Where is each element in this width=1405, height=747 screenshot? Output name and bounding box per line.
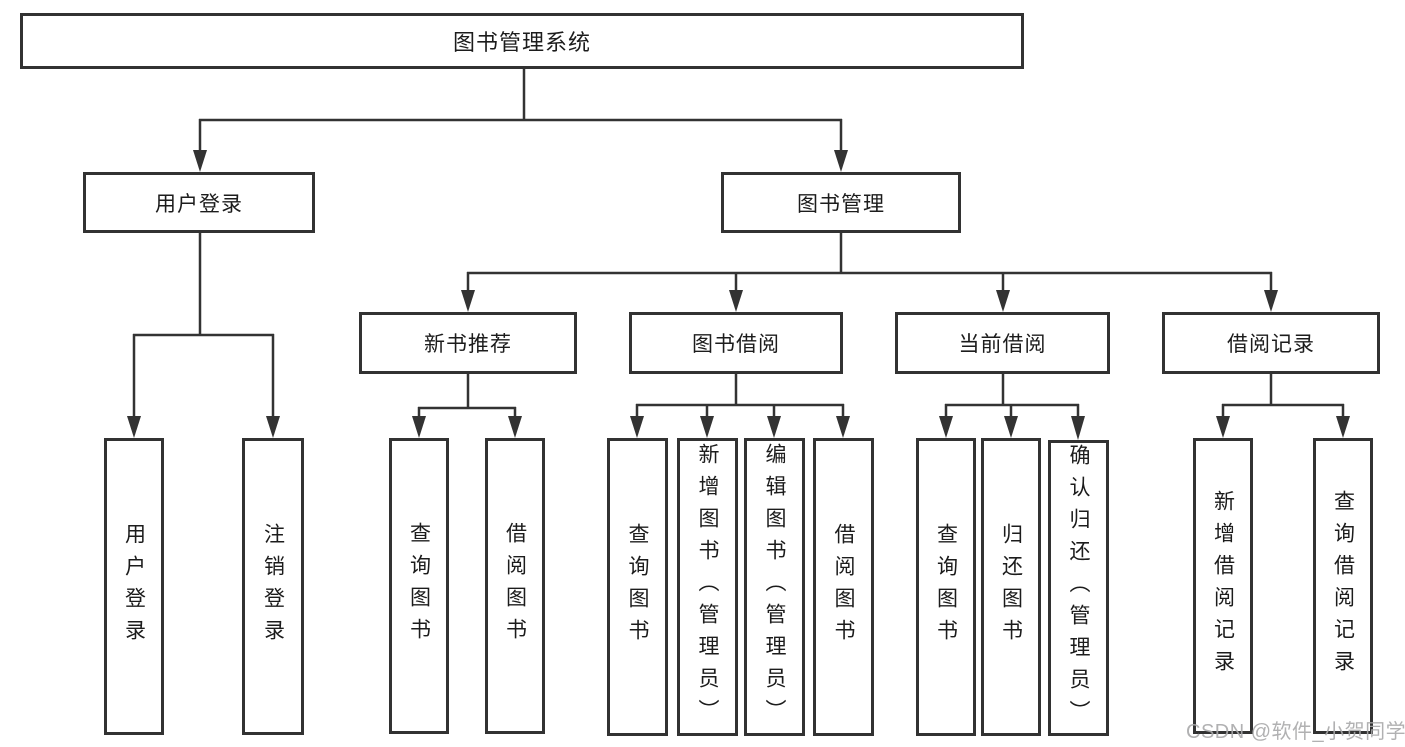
- node-label: 注销登录: [261, 522, 285, 651]
- node-query-book-2: 查询图书: [607, 438, 668, 736]
- node-label: 查询图书: [934, 523, 958, 651]
- node-add-book-admin: 新增图书（管理员）: [677, 438, 738, 736]
- csdn-watermark: CSDN @软件_小贺同学: [1186, 721, 1405, 743]
- node-current-borrow: 当前借阅: [895, 312, 1110, 374]
- node-new-book-recommend: 新书推荐: [359, 312, 577, 374]
- node-label: 查询图书: [626, 523, 649, 651]
- node-logout-login: 注销登录: [242, 438, 304, 735]
- node-label: 借阅图书: [503, 522, 527, 650]
- node-borrow-book-1: 借阅图书: [485, 438, 545, 734]
- node-book-management: 图书管理: [721, 172, 961, 233]
- node-borrow-records: 借阅记录: [1162, 312, 1380, 374]
- node-user-login: 用户登录: [104, 438, 164, 735]
- node-query-book-3: 查询图书: [916, 438, 976, 736]
- node-add-borrow-record: 新增借阅记录: [1193, 438, 1253, 734]
- node-user-login-group: 用户登录: [83, 172, 315, 233]
- node-label: 确认归还（管理员）: [1067, 444, 1090, 732]
- node-label: 查询借阅记录: [1331, 490, 1355, 682]
- node-library-system: 图书管理系统: [20, 13, 1024, 69]
- node-query-borrow-record: 查询借阅记录: [1313, 438, 1373, 734]
- node-label: 新增借阅记录: [1211, 490, 1235, 682]
- node-confirm-return-admin: 确认归还（管理员）: [1048, 440, 1109, 736]
- node-borrow-book-2: 借阅图书: [813, 438, 874, 736]
- node-return-book: 归还图书: [981, 438, 1041, 736]
- node-label: 归还图书: [999, 523, 1023, 651]
- node-label: 用户登录: [122, 522, 146, 651]
- node-edit-book-admin: 编辑图书（管理员）: [744, 438, 805, 736]
- node-label: 新增图书（管理员）: [696, 443, 719, 731]
- node-book-borrow: 图书借阅: [629, 312, 843, 374]
- node-label: 编辑图书（管理员）: [763, 443, 786, 731]
- node-label: 借阅图书: [832, 523, 855, 651]
- node-query-book-1: 查询图书: [389, 438, 449, 734]
- node-label: 查询图书: [407, 522, 431, 650]
